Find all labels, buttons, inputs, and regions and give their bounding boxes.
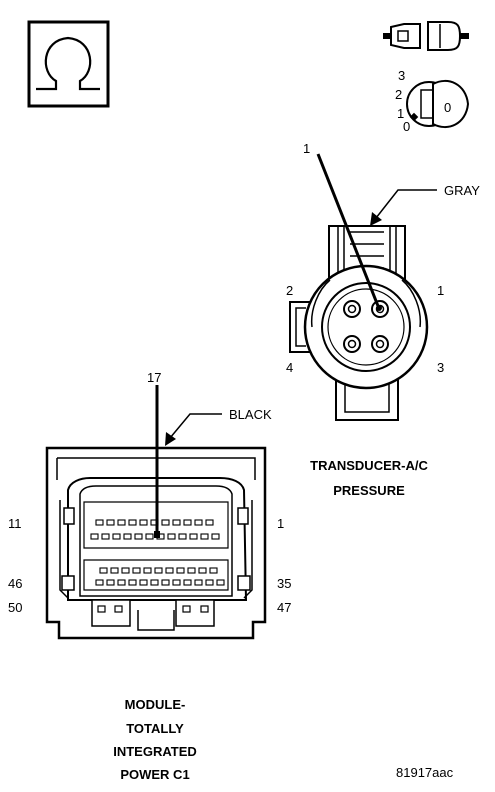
terminal-cavity	[128, 579, 137, 586]
terminal-cavity	[167, 533, 176, 540]
ignition-key-icon: 3 2 1 0 0	[395, 68, 470, 134]
terminal-cavity	[183, 519, 192, 526]
terminal-cavity	[106, 579, 115, 586]
terminal-cavity	[154, 567, 163, 574]
figure-id: 81917aac	[396, 765, 454, 780]
terminal-cavity	[178, 533, 187, 540]
ignition-position-2: 2	[395, 87, 402, 102]
transducer-connector	[289, 225, 429, 421]
terminal-cavity	[139, 579, 148, 586]
transducer-pin-2-label: 2	[286, 283, 293, 298]
terminal-cavity	[90, 533, 99, 540]
disconnected-connector-icon	[383, 21, 469, 51]
terminal-cavity	[132, 567, 141, 574]
terminal-cavity	[183, 579, 192, 586]
terminal-cavity	[110, 567, 119, 574]
module-caption-line2: TOTALLY	[126, 721, 184, 736]
terminal-cavity	[101, 533, 110, 540]
terminal-cavity	[150, 579, 159, 586]
transducer-caption-line2: PRESSURE	[333, 483, 405, 498]
transducer-callout-number: 1	[303, 141, 310, 156]
terminal-cavity	[95, 579, 104, 586]
module-caption-line4: POWER C1	[120, 767, 189, 782]
terminal-cavity	[117, 519, 126, 526]
terminal-cavity	[145, 533, 154, 540]
ignition-position-1: 1	[397, 106, 404, 121]
terminal-cavity	[99, 567, 108, 574]
black-pointer-line	[169, 413, 222, 439]
terminal-cavity	[205, 519, 214, 526]
gray-pointer-line	[375, 189, 437, 219]
terminal-cavity	[134, 533, 143, 540]
terminal-cavity	[139, 519, 148, 526]
module-wire-color: BLACK	[229, 407, 272, 422]
ohm-icon	[27, 20, 110, 108]
terminal-cavity	[176, 567, 185, 574]
terminal-cavity	[216, 579, 225, 586]
terminal-cavity	[117, 579, 126, 586]
terminal-cavity	[128, 519, 137, 526]
module-pin-11-label: 11	[8, 516, 22, 531]
module-connector	[45, 446, 267, 640]
module-callout-number: 17	[147, 370, 161, 385]
terminal-cavity	[200, 533, 209, 540]
terminal-cavity	[161, 579, 170, 586]
module-pin-50-label: 50	[8, 600, 22, 615]
key-label: 0	[444, 100, 451, 115]
module-pin-47-label: 47	[277, 600, 291, 615]
ignition-position-0: 0	[403, 119, 410, 134]
terminal-cavity	[106, 519, 115, 526]
transducer-pin-4-label: 4	[286, 360, 293, 375]
ignition-position-3: 3	[398, 68, 405, 83]
terminal-cavity	[194, 579, 203, 586]
terminal-cavity	[198, 567, 207, 574]
transducer-wire-color: GRAY	[444, 183, 480, 198]
terminal-cavity	[187, 567, 196, 574]
transducer-callout-line	[316, 153, 380, 307]
terminal-cavity	[143, 567, 152, 574]
terminal-cavity	[172, 579, 181, 586]
terminal-cavity	[165, 567, 174, 574]
terminal-cavity	[194, 519, 203, 526]
module-pin-46-label: 46	[8, 576, 22, 591]
terminal-cavity	[189, 533, 198, 540]
module-pin-1-label: 1	[277, 516, 284, 531]
terminal-cavity	[161, 519, 170, 526]
transducer-caption-line1: TRANSDUCER-A/C	[310, 458, 428, 473]
module-caption-line3: INTEGRATED	[113, 744, 197, 759]
terminal-cavity	[95, 519, 104, 526]
module-caption-line1: MODULE-	[125, 697, 186, 712]
module-pin-35-label: 35	[277, 576, 291, 591]
terminal-cavity	[211, 533, 220, 540]
terminal-cavity	[112, 533, 121, 540]
transducer-pin-1-label: 1	[437, 283, 444, 298]
terminal-cavity	[121, 567, 130, 574]
transducer-pin-3-label: 3	[437, 360, 444, 375]
terminal-cavity	[209, 567, 218, 574]
terminal-cavity	[123, 533, 132, 540]
terminal-cavity	[172, 519, 181, 526]
terminal-cavity	[205, 579, 214, 586]
